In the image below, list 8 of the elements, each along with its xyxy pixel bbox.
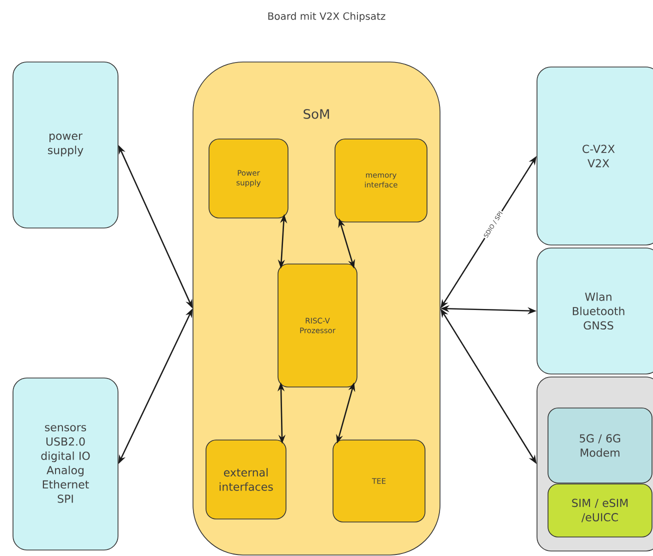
block-box: C-V2X V2X <box>536 66 653 246</box>
modem-box: 5G / 6G Modem <box>548 408 652 484</box>
sim-box: SIM / eSIM /eUICC <box>548 484 652 538</box>
title: Board mit V2X Chipsatz <box>268 12 386 22</box>
component-box: external interfaces <box>206 440 286 520</box>
block-box: Wlan Bluetooth GNSS <box>536 248 653 374</box>
block-box: sensors USB2.0 digital IO Analog Ethernet SPI <box>12 378 118 550</box>
block-box: power supply <box>12 62 118 228</box>
